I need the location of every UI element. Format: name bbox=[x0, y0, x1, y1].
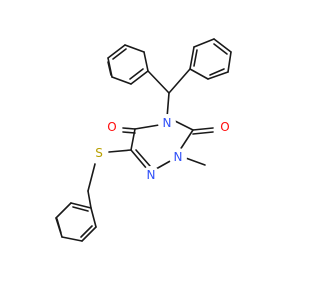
bond-ph1-2 bbox=[124, 44, 145, 53]
bond-ch-right bbox=[168, 68, 191, 94]
nitrogen-top-atom: N bbox=[158, 114, 176, 132]
nitrogen-bottom-label: N bbox=[147, 168, 156, 182]
bond-c5-o bbox=[122, 127, 136, 130]
bond-c6-s bbox=[108, 149, 132, 153]
bond-ph1-4 bbox=[130, 70, 149, 85]
bond-ph2-6 bbox=[189, 46, 195, 70]
bond-ch-n4 bbox=[166, 92, 170, 119]
sulfur-atom: S bbox=[90, 144, 108, 162]
nitrogen-bottom-atom: N bbox=[142, 166, 160, 184]
oxygen-left-label: O bbox=[107, 120, 116, 134]
bond-ph1-9 bbox=[107, 61, 112, 76]
nitrogen-right-label: N bbox=[174, 150, 183, 164]
bond-ring-4 bbox=[135, 149, 151, 167]
bond-ch-left bbox=[147, 70, 170, 94]
bond-ring-5 bbox=[155, 159, 173, 170]
bond-ph3-5 bbox=[55, 202, 72, 219]
bond-ph3-6 bbox=[70, 202, 92, 209]
nitrogen-right-atom: N bbox=[169, 148, 187, 166]
bond-ph3-1 bbox=[90, 207, 97, 228]
bond-ph1-1 bbox=[107, 44, 126, 59]
bond-ph2-1 bbox=[189, 68, 209, 80]
atom-labels: O O N N N S bbox=[90, 114, 234, 184]
bond-ph3-3 bbox=[61, 236, 83, 242]
bond-ph2-5 bbox=[193, 38, 215, 48]
bond-ph3-2 bbox=[81, 226, 97, 242]
bonds bbox=[55, 38, 232, 242]
bond-ph2-4 bbox=[213, 38, 232, 53]
bond-ph2-8 bbox=[213, 43, 228, 55]
bond-ring-3 bbox=[130, 149, 148, 170]
bond-ph1-5 bbox=[111, 76, 132, 85]
nitrogen-top-label: N bbox=[163, 116, 172, 130]
bond-c3-o-double bbox=[192, 131, 214, 135]
bond-ring-1 bbox=[134, 124, 160, 130]
bond-ph1-8 bbox=[129, 68, 144, 80]
molecule-canvas: O O N N N S bbox=[55, 38, 234, 242]
bond-ph1-3 bbox=[143, 51, 149, 72]
oxygen-left-atom: O bbox=[103, 118, 121, 136]
bond-c3-o bbox=[192, 127, 214, 131]
bond-ph3-8 bbox=[56, 218, 62, 234]
bond-ch2-ph bbox=[87, 190, 92, 209]
bond-s-ch2 bbox=[87, 163, 96, 192]
bond-ph2-3 bbox=[227, 51, 232, 73]
oxygen-right-atom: O bbox=[216, 118, 234, 136]
molecule-drawing: O O N N N S bbox=[55, 38, 234, 242]
bond-ph1-7 bbox=[112, 48, 127, 60]
bond-ph2-2 bbox=[207, 71, 229, 80]
sulfur-label: S bbox=[95, 146, 103, 160]
bond-ph3-9 bbox=[72, 206, 89, 212]
bond-ring-7 bbox=[174, 120, 194, 131]
bond-c5-o-double bbox=[122, 131, 136, 134]
bond-ph2-7 bbox=[209, 68, 225, 76]
bond-ph3-7 bbox=[80, 225, 93, 238]
bond-ph2-9 bbox=[193, 49, 198, 67]
oxygen-right-label: O bbox=[220, 120, 229, 134]
